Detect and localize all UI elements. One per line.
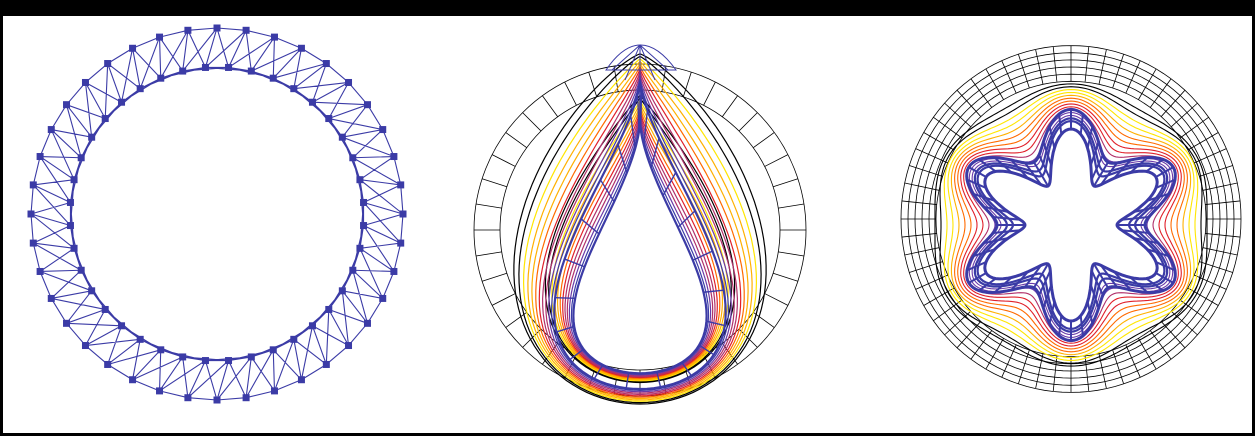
- mesh-node: [270, 75, 277, 82]
- mesh-node: [156, 387, 163, 394]
- mesh-node: [78, 267, 85, 274]
- mesh-node: [88, 287, 95, 294]
- mesh-node: [37, 153, 44, 160]
- mesh-node: [397, 240, 404, 247]
- mesh-node: [37, 268, 44, 275]
- mesh-node: [28, 211, 35, 218]
- mesh-node: [157, 75, 164, 82]
- mesh-node: [202, 64, 209, 71]
- mesh-node: [118, 322, 125, 329]
- mesh-node: [271, 34, 278, 41]
- ring-mesh-nodes: [28, 25, 407, 404]
- mesh-node: [30, 181, 37, 188]
- mesh-node: [71, 245, 78, 252]
- mesh-node: [248, 353, 255, 360]
- mesh-node: [214, 397, 221, 404]
- mesh-node: [243, 394, 250, 401]
- mesh-node: [184, 27, 191, 34]
- mesh-node: [179, 353, 186, 360]
- mesh-node: [248, 68, 255, 75]
- mesh-node: [78, 154, 85, 161]
- mesh-node: [88, 134, 95, 141]
- mesh-node: [325, 306, 332, 313]
- mesh-node: [48, 126, 55, 133]
- mesh-node: [339, 287, 346, 294]
- mesh-node: [225, 357, 232, 364]
- folded-ring-deformation-panel: [901, 46, 1241, 393]
- mesh-node: [63, 320, 70, 327]
- mesh-node: [202, 357, 209, 364]
- teardrop-deformation-panel: [474, 45, 806, 404]
- deformation-layer-inner: [563, 109, 718, 377]
- mesh-node: [184, 394, 191, 401]
- mesh-node: [323, 60, 330, 67]
- mesh-node: [309, 99, 316, 106]
- mesh-node: [104, 361, 111, 368]
- mesh-node: [290, 336, 297, 343]
- mesh-node: [360, 199, 367, 206]
- ring-mesh-panel: [28, 25, 407, 404]
- mesh-node: [82, 342, 89, 349]
- mesh-node: [298, 376, 305, 383]
- mesh-node: [271, 387, 278, 394]
- deformation-layer-inner: [560, 107, 720, 378]
- deformation-layer-inner: [567, 114, 712, 376]
- mesh-node: [379, 295, 386, 302]
- mesh-node: [339, 134, 346, 141]
- mesh-node: [400, 211, 407, 218]
- mesh-node: [349, 154, 356, 161]
- mesh-node: [397, 181, 404, 188]
- mesh-node: [179, 68, 186, 75]
- mesh-node: [102, 115, 109, 122]
- mesh-node: [67, 199, 74, 206]
- deformation-layer-inner: [555, 102, 725, 380]
- mesh-node: [104, 60, 111, 67]
- mesh-node: [67, 222, 74, 229]
- mesh-node: [82, 79, 89, 86]
- mesh-node: [137, 85, 144, 92]
- mesh-node: [364, 320, 371, 327]
- mesh-node: [129, 376, 136, 383]
- mesh-node: [298, 45, 305, 52]
- mesh-node: [345, 79, 352, 86]
- mesh-node: [390, 268, 397, 275]
- mesh-node: [356, 176, 363, 183]
- mesh-node: [157, 346, 164, 353]
- mesh-node: [364, 101, 371, 108]
- mesh-node: [345, 342, 352, 349]
- final-layer-spokes: [967, 109, 1175, 340]
- mesh-node: [349, 267, 356, 274]
- mesh-node: [156, 34, 163, 41]
- deformation-layer: [951, 95, 1190, 354]
- mesh-node: [71, 176, 78, 183]
- mesh-node: [323, 361, 330, 368]
- mesh-node: [325, 115, 332, 122]
- deformation-layer: [961, 104, 1182, 346]
- mesh-node: [270, 346, 277, 353]
- mesh-node: [360, 222, 367, 229]
- mesh-node: [225, 64, 232, 71]
- mesh-node: [290, 85, 297, 92]
- mesh-node: [63, 101, 70, 108]
- mesh-node: [137, 336, 144, 343]
- mesh-node: [102, 306, 109, 313]
- deformation-layer: [948, 93, 1194, 358]
- mesh-node: [129, 45, 136, 52]
- mesh-node: [30, 240, 37, 247]
- mesh-node: [379, 126, 386, 133]
- mesh-node: [243, 27, 250, 34]
- mesh-node: [214, 25, 221, 32]
- mesh-node: [390, 153, 397, 160]
- mesh-node: [48, 295, 55, 302]
- mesh-node: [356, 245, 363, 252]
- mesh-node: [118, 99, 125, 106]
- mesh-node: [309, 322, 316, 329]
